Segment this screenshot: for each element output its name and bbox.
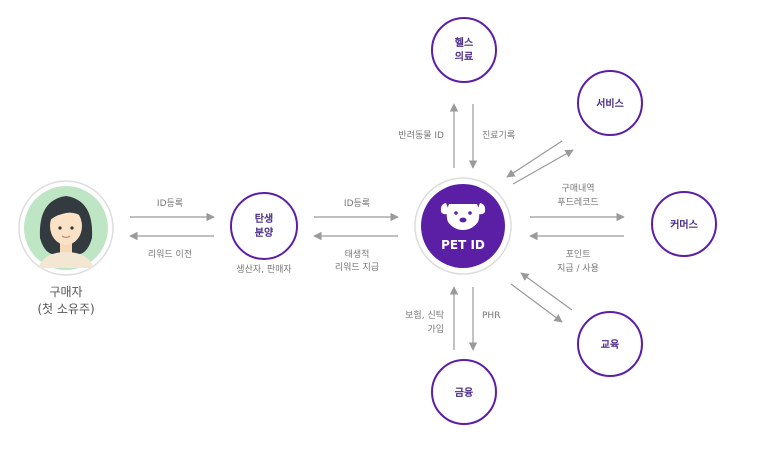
arrow-education-to-center	[520, 272, 573, 311]
health-node-label-2: 의료	[455, 50, 473, 63]
education-node-label: 교육	[601, 339, 619, 351]
edge-label-commerce-to-center-2: 지급 / 사용	[557, 263, 599, 274]
health-node-circle	[431, 17, 497, 83]
edge-label-center-to-finance: PHR	[482, 311, 500, 321]
birth-node: 탄생 분양 생산자, 판매자	[230, 192, 298, 275]
edge-label-birth-to-buyer: 리워드 이전	[148, 249, 192, 260]
dog-face-icon	[440, 203, 486, 230]
service-node-label: 서비스	[596, 97, 624, 110]
arrow-center-to-service	[512, 149, 574, 185]
edge-buyer-birth: ID등록 리워드 이전	[129, 198, 215, 260]
arrow-center-to-education	[510, 283, 563, 323]
edge-label-commerce-to-center-1: 포인트	[566, 249, 591, 260]
commerce-node: 커머스	[651, 191, 717, 257]
edge-label-finance-to-center-2: 가입	[427, 323, 444, 335]
buyer-sublabel: (첫 소유주)	[37, 302, 94, 316]
buyer-node: 구매자 (첫 소유주)	[18, 180, 114, 316]
edge-label-buyer-to-birth: ID등록	[157, 198, 183, 209]
person-icon	[38, 196, 94, 268]
service-node: 서비스	[577, 70, 643, 136]
edge-label-center-to-health: 반려동물 ID	[398, 130, 444, 141]
health-node: 헬스 의료	[431, 17, 497, 83]
edge-label-center-to-commerce-2: 푸드레코드	[557, 197, 598, 208]
center-node-label: PET ID	[441, 238, 485, 252]
birth-node-circle	[230, 192, 298, 260]
arrow-service-to-center	[506, 140, 563, 178]
service-node-circle	[577, 70, 643, 136]
finance-node-label: 금융	[455, 387, 473, 399]
edge-birth-center: ID등록 태생적 리워드 지급	[313, 198, 399, 273]
edge-label-center-to-commerce-1: 구매내역	[561, 183, 594, 194]
edge-label-center-to-birth-1: 태생적	[345, 248, 370, 260]
education-node: 교육	[577, 311, 643, 377]
edge-label-center-to-birth-2: 리워드 지급	[335, 262, 379, 273]
finance-node-circle	[431, 359, 497, 425]
finance-node: 금융	[431, 359, 497, 425]
commerce-node-circle	[651, 191, 717, 257]
edge-center-finance: 보험, 신탁 가입 PHR	[405, 286, 500, 351]
birth-node-caption: 생산자, 판매자	[236, 264, 292, 275]
edge-center-health: 반려동물 ID 진료기록	[398, 103, 515, 169]
edge-label-birth-to-center: ID등록	[344, 198, 370, 209]
birth-node-label-2: 분양	[255, 227, 274, 239]
edge-center-commerce: 구매내역 푸드레코드 포인트 지급 / 사용	[529, 183, 625, 274]
edge-center-service	[506, 140, 574, 185]
edge-label-health-to-center: 진료기록	[482, 130, 515, 141]
center-node: PET ID	[414, 177, 512, 275]
health-node-label-1: 헬스	[455, 36, 473, 49]
edge-center-education	[510, 272, 573, 323]
edge-label-finance-to-center-1: 보험, 신탁	[405, 309, 444, 321]
buyer-label: 구매자	[49, 285, 82, 299]
education-node-circle	[577, 311, 643, 377]
commerce-node-label: 커머스	[670, 218, 698, 231]
birth-node-label-1: 탄생	[255, 212, 273, 225]
